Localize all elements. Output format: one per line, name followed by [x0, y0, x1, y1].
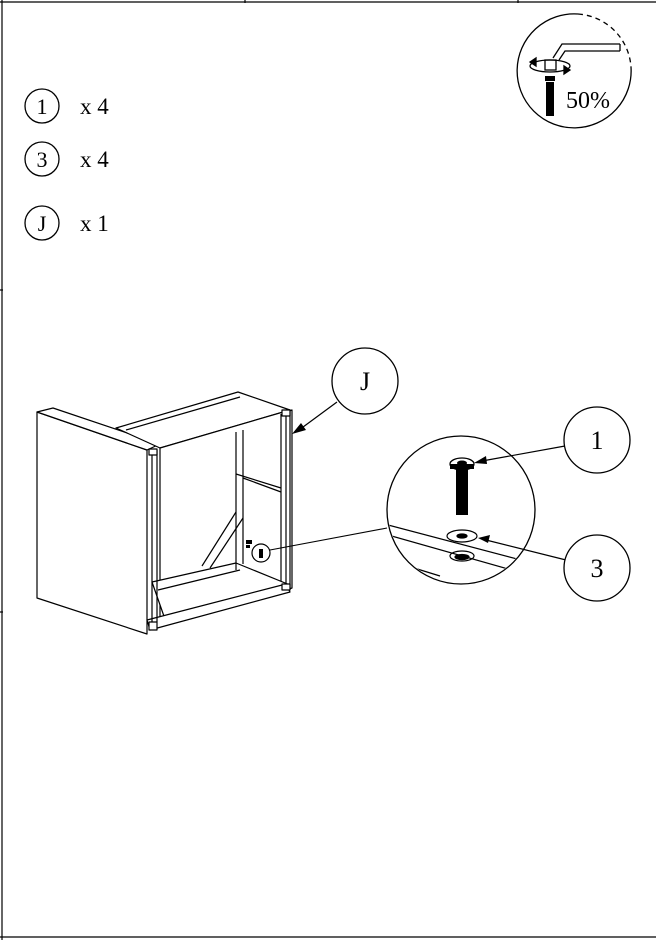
parts-list: 1 x 4 3 x 4 J x 1	[24, 88, 109, 241]
callout-label: 3	[591, 554, 604, 583]
part-id: J	[38, 211, 47, 236]
part-id: 1	[37, 94, 48, 119]
cabinet-assembly	[36, 391, 293, 635]
part-id: 3	[37, 147, 48, 172]
part-row-1: 1 x 4	[24, 88, 109, 124]
part-quantity: x 4	[80, 147, 109, 172]
screw-icon	[449, 457, 475, 515]
callout-label: J	[360, 367, 370, 396]
part-badge	[24, 205, 60, 241]
tool-badge: 50%	[516, 13, 632, 129]
detail-leader-line	[269, 527, 388, 551]
allen-key-icon	[528, 43, 621, 116]
part-quantity: x 1	[80, 211, 109, 236]
part-row-3: 3 x 4	[24, 141, 109, 177]
part-quantity: x 4	[80, 94, 109, 119]
detail-view	[386, 435, 536, 585]
callout-screw-1: 1	[474, 406, 631, 474]
detail-marker	[251, 543, 271, 563]
tool-torque-percent: 50%	[566, 88, 610, 114]
part-badge	[24, 141, 60, 177]
part-badge	[24, 88, 60, 124]
part-row-J: J x 1	[24, 205, 109, 241]
callout-label: 1	[591, 426, 604, 455]
callout-washer-3: 3	[478, 534, 631, 602]
callout-panel-j: J	[292, 347, 399, 434]
